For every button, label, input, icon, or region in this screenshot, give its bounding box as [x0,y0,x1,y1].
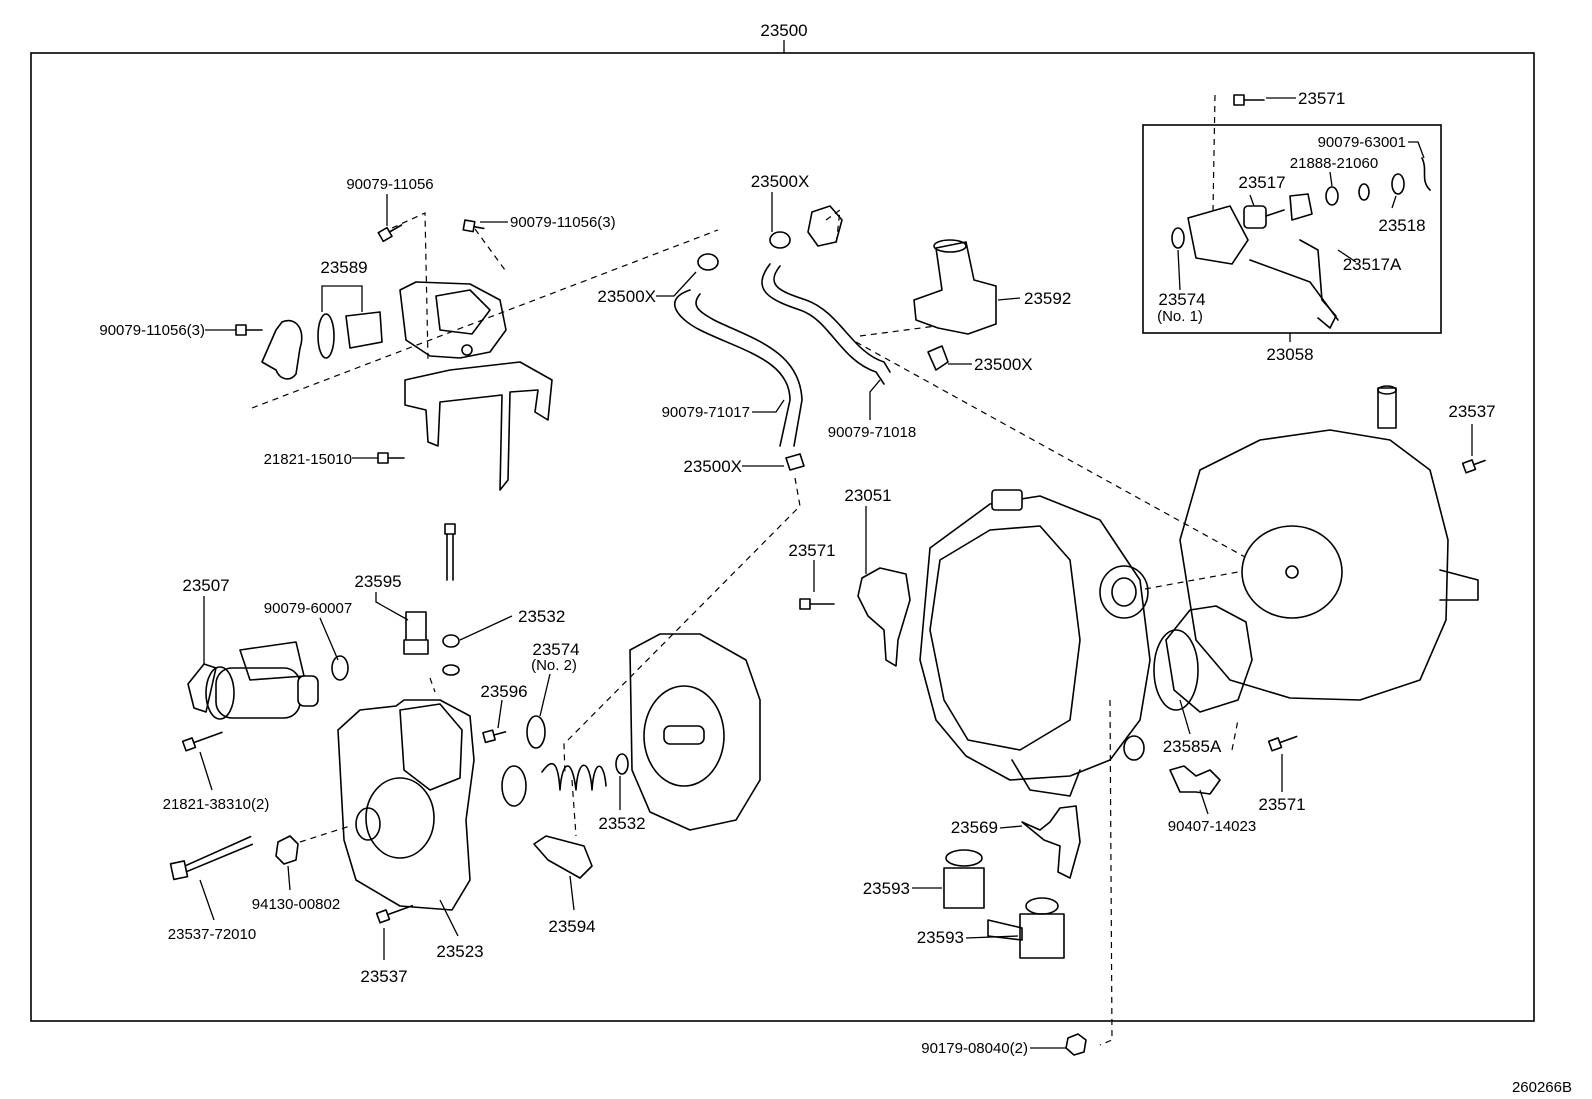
callout-label: 23507 [182,576,229,595]
callout-label: 90079-63001 [1318,134,1406,151]
dashed-leader-lines [251,94,1246,1046]
callout-label: 90179-08040(2) [921,1040,1028,1057]
callout-label: 23500X [597,287,656,306]
callout-label: 90079-60007 [264,600,352,617]
diaphragm-cover-drawing [1153,385,1479,713]
bolt-drawings [169,94,1486,1056]
callout-label: 23571 [788,541,835,560]
callout-label: 23574 [1158,290,1205,309]
callout-label: 23537-72010 [168,926,256,943]
callout-label: (No. 2) [531,657,577,674]
throttle-body-bracket-drawing [261,281,553,491]
figure-code: 260266B [1512,1079,1572,1096]
callout-label: 23593 [917,928,964,947]
callout-label: 23532 [518,607,565,626]
assembly-frame [30,40,1535,1022]
callout-label: 23523 [436,942,483,961]
callout-label: (No. 1) [1157,308,1203,325]
spring-seal-drawing [501,633,761,879]
callout-label: 23569 [951,818,998,837]
callout-label: 23596 [480,682,527,701]
callout-label: 90407-14023 [1168,818,1256,835]
callout-label: 23571 [1258,795,1305,814]
callout-label: 21821-15010 [264,451,352,468]
callout-label: 23500X [974,355,1033,374]
callout-label: 23594 [548,917,595,936]
callout-label: 23574 [532,640,579,659]
callout-label: 23593 [863,879,910,898]
callout-label: 23585A [1163,737,1222,756]
bottom-fittings-drawing [943,765,1221,959]
sub-assembly-box-23058 [1142,124,1442,342]
callout-label: 23051 [844,486,891,505]
callout-label: 23592 [1024,289,1071,308]
callout-label: 21888-21060 [1290,155,1378,172]
lever-23051-drawing [857,567,911,667]
elbow-fitting-drawing [913,239,997,335]
callout-label: 23537 [1448,402,1495,421]
callout-label: 90079-71017 [662,404,750,421]
callout-label: 23532 [598,814,645,833]
callout-label: 94130-00802 [252,896,340,913]
hose-drawings [674,205,949,471]
callout-label: 23517 [1238,173,1285,192]
regulator-body-drawing [919,489,1151,797]
callout-label: 23571 [1298,89,1345,108]
callout-label: 90079-11056(3) [99,322,205,339]
callout-label: 23589 [320,258,367,277]
solenoid-23507-drawing [187,641,349,720]
callout-label: 23537 [360,967,407,986]
callout-leader-lines [199,97,1473,1049]
callout-label: 23500X [683,457,742,476]
housing-23523-drawing [275,611,475,911]
callout-label: 23595 [354,572,401,591]
lever-assembly-drawing [1171,157,1431,329]
callout-label: 90079-71018 [828,424,916,441]
assembly-number: 23500 [760,21,807,40]
sub-box-label: 23058 [1266,345,1313,364]
callout-label: 21821-38310(2) [163,796,270,813]
callout-label: 23517A [1343,255,1402,274]
callout-label: 23518 [1378,216,1425,235]
callout-label: 23500X [751,172,810,191]
callout-label: 90079-11056 [346,176,433,193]
callout-label: 90079-11056(3) [510,214,616,231]
